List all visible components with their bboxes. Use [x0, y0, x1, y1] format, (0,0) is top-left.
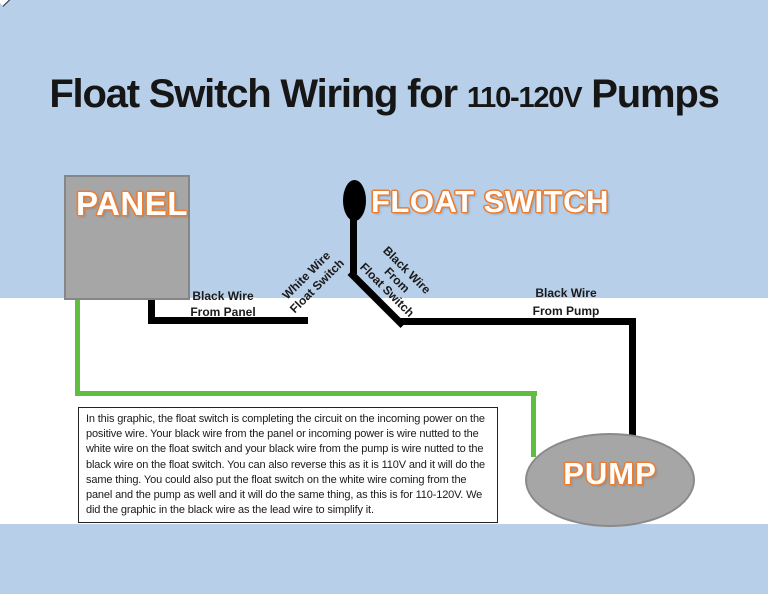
green-wire-pump-vertical — [531, 391, 536, 457]
title-suffix: Pumps — [581, 72, 720, 116]
panel-label: PANEL — [76, 185, 188, 222]
page-title: Float Switch Wiring for 110-120V Pumps — [0, 72, 768, 117]
black-wire-panel-horizontal — [148, 317, 308, 324]
title-prefix: Float Switch Wiring for — [49, 72, 467, 116]
pump-wire-label: Black Wire From Pump — [518, 284, 614, 320]
description-box: In this graphic, the float switch is com… — [78, 407, 498, 523]
pump-ellipse: PUMP — [525, 433, 695, 527]
pump-wire-label-line1: Black Wire — [535, 286, 597, 300]
black-wire-pump-horizontal — [398, 318, 636, 325]
green-wire-panel-vertical — [75, 294, 80, 394]
title-voltage: 110-120V — [466, 82, 583, 114]
panel-wire-label-line2: From Panel — [190, 305, 256, 319]
pump-label: PUMP — [563, 456, 657, 491]
description-text: In this graphic, the float switch is com… — [86, 413, 486, 517]
pump-wire-label-line2: From Pump — [532, 304, 600, 318]
panel-box: PANEL — [64, 175, 190, 300]
black-wire-pump-vertical — [629, 318, 636, 436]
float-switch-stem — [350, 216, 357, 274]
green-wire-horizontal — [75, 391, 537, 396]
float-switch-label: FLOAT SWITCH — [371, 184, 609, 219]
panel-wire-label-line1: Black Wire — [192, 289, 254, 303]
black-wire-panel-vertical — [148, 294, 155, 324]
white-wire-diagonal — [0, 0, 54, 7]
panel-wire-label: Black Wire From Panel — [178, 288, 268, 320]
float-switch-float-icon — [343, 180, 366, 221]
